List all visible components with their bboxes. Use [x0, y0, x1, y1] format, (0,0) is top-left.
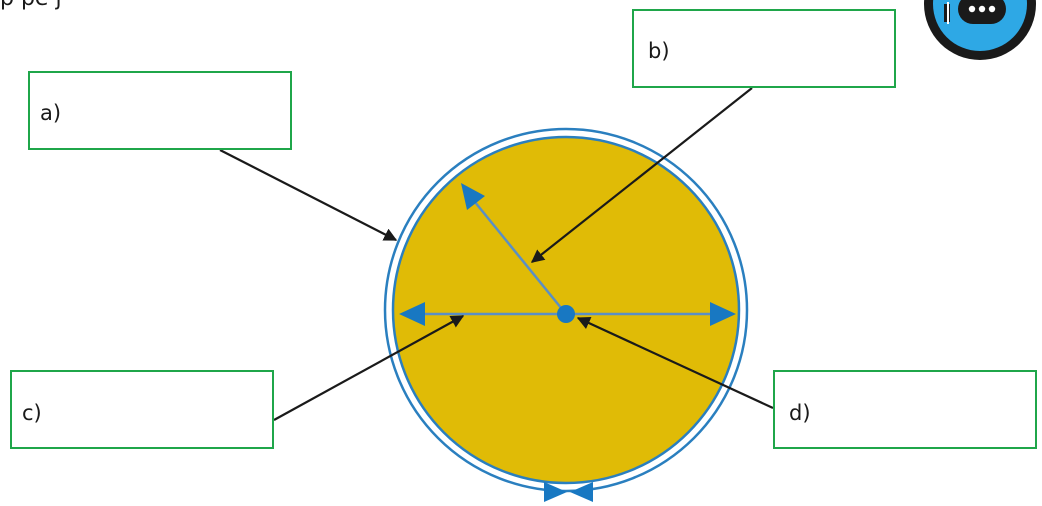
label-box-d[interactable]: d)	[773, 370, 1037, 449]
circumference-left-arrowhead	[570, 482, 593, 502]
label-box-b[interactable]: b)	[632, 9, 896, 88]
radius-line	[469, 195, 567, 315]
submarine-chat-icon	[924, 0, 1036, 60]
label-d-text: d)	[789, 401, 811, 425]
circumference-right-arrowhead	[544, 482, 567, 502]
label-a-text: a)	[40, 101, 62, 125]
centre-point	[557, 305, 575, 323]
label-b-text: b)	[648, 39, 670, 63]
cropped-instruction-text: p pe j	[0, 0, 62, 11]
radius-arrowhead	[461, 183, 485, 210]
label-c-text: c)	[22, 401, 42, 425]
diameter-right-arrowhead	[710, 302, 736, 326]
circumference-ring	[383, 127, 749, 493]
pointer-d	[576, 316, 774, 409]
pointer-c	[273, 315, 465, 421]
label-box-a[interactable]: a)	[28, 71, 292, 150]
label-box-c[interactable]: c)	[10, 370, 274, 449]
pointer-a	[219, 149, 398, 241]
diameter-left-arrowhead	[399, 302, 425, 326]
pointer-b	[530, 87, 753, 263]
